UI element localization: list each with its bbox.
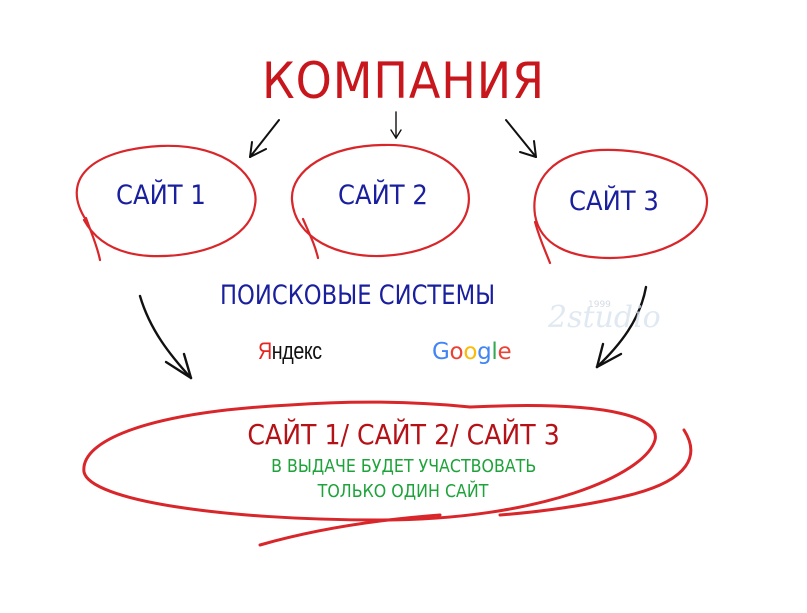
google-letter: e xyxy=(497,339,512,365)
yandex-logo-rest: ндекс xyxy=(271,338,322,365)
watermark-year: 1999 xyxy=(588,300,611,310)
search-engines-heading: ПОИСКОВЫЕ СИСТЕМЫ xyxy=(220,280,496,311)
site-3-ellipse xyxy=(533,148,709,265)
arrow-left-down-icon xyxy=(138,294,193,380)
site-3-label: САЙТ 3 xyxy=(569,186,659,217)
result-title-text: САЙТ 1/ САЙТ 2/ САЙТ 3 xyxy=(247,418,560,451)
result-line-2-text: ТОЛЬКО ОДИН САЙТ xyxy=(318,481,489,502)
result-line-1-text: В ВЫДАЧЕ БУДЕТ УЧАСТВОВАТЬ xyxy=(270,456,537,477)
site-2-ellipse xyxy=(290,143,470,260)
site-1-ellipse xyxy=(75,144,257,262)
site-2-label: САЙТ 2 xyxy=(338,180,428,211)
google-letter: g xyxy=(477,339,492,365)
result-line-2: ТОЛЬКО ОДИН САЙТ xyxy=(0,481,807,502)
arrow-to-site-3-icon xyxy=(505,119,537,158)
google-letter: o xyxy=(463,339,478,365)
google-letter: o xyxy=(449,339,464,365)
yandex-logo: Яндекс xyxy=(258,338,322,366)
arrow-to-site-2-icon xyxy=(390,111,402,139)
result-line-1: В ВЫДАЧЕ БУДЕТ УЧАСТВОВАТЬ xyxy=(0,456,807,477)
studio-watermark: 2studio xyxy=(548,300,661,335)
arrow-to-site-1-icon xyxy=(249,119,280,158)
company-title: КОМПАНИЯ xyxy=(262,52,545,110)
yandex-logo-first-letter: Я xyxy=(258,338,272,365)
arrow-right-down-icon xyxy=(595,285,648,369)
google-letter: G xyxy=(432,339,450,365)
site-1-label: САЙТ 1 xyxy=(116,180,206,211)
result-ellipse xyxy=(82,400,693,547)
google-letter: l xyxy=(491,339,498,365)
google-logo: Google xyxy=(432,339,512,365)
result-title: САЙТ 1/ САЙТ 2/ САЙТ 3 xyxy=(0,418,807,451)
